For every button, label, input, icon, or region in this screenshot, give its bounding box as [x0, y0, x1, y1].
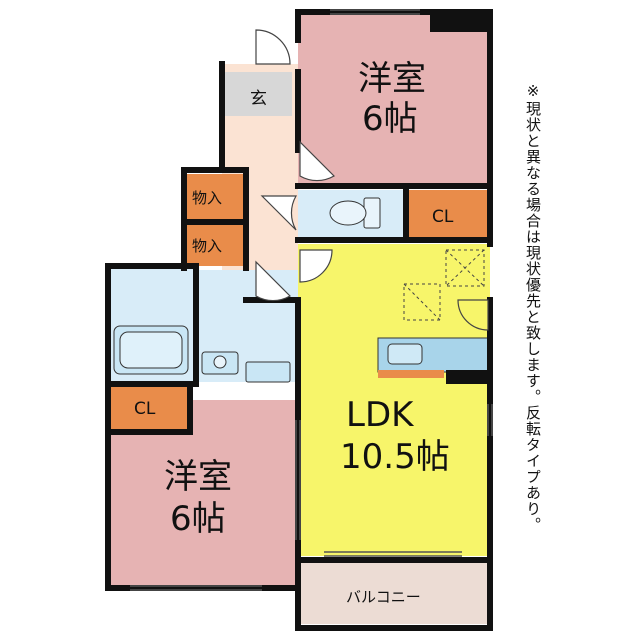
storage-1-label: 物入: [192, 189, 222, 207]
western-room-bottom: [108, 432, 298, 586]
storage-1: [184, 174, 244, 220]
western-room-bottom-size: 6帖: [170, 499, 226, 539]
bathtub-inner: [119, 331, 183, 369]
windows: [130, 9, 493, 591]
wall-corner-top-right: [430, 10, 492, 32]
western-room-top-size: 6帖: [362, 99, 418, 139]
ceiling-storage-1: [445, 249, 485, 287]
ceiling-storage-1-diag-b: [445, 249, 485, 287]
closet-top-label: CL: [432, 207, 454, 227]
entrance-label: 玄: [250, 89, 267, 109]
western-room-bottom-upper: [190, 400, 298, 440]
washbasin-bowl: [213, 355, 227, 369]
kitchen-counter-base: [378, 370, 444, 378]
western-room-top-name: 洋室: [358, 59, 426, 99]
ceiling-storage-2-diag: [403, 283, 441, 321]
doors: [255, 29, 489, 331]
storage-2: [184, 224, 244, 266]
ldk-size: 10.5帖: [340, 437, 450, 477]
closet-bottom-label: CL: [134, 399, 156, 419]
ceiling-storage-2: [403, 283, 441, 321]
storage-2-label: 物入: [192, 237, 222, 255]
ldk-name: LDK: [346, 395, 415, 435]
washing-machine-pan: [245, 361, 291, 383]
closet-bottom: [108, 384, 190, 432]
balcony: [298, 560, 490, 624]
wall-kitchen-end: [446, 370, 490, 384]
genkan-area: [222, 72, 292, 116]
kitchen-sink: [387, 343, 423, 365]
ldk-room: [298, 244, 490, 556]
balcony-label: バルコニー: [346, 588, 421, 606]
toilet-bowl: [329, 200, 367, 226]
disclaimer-note: ※現状と異なる場合は現状優先と致します。反転タイプあり。: [524, 82, 542, 533]
western-room-top: [298, 12, 490, 188]
closet-top: [408, 190, 490, 240]
western-room-bottom-name: 洋室: [164, 457, 232, 497]
